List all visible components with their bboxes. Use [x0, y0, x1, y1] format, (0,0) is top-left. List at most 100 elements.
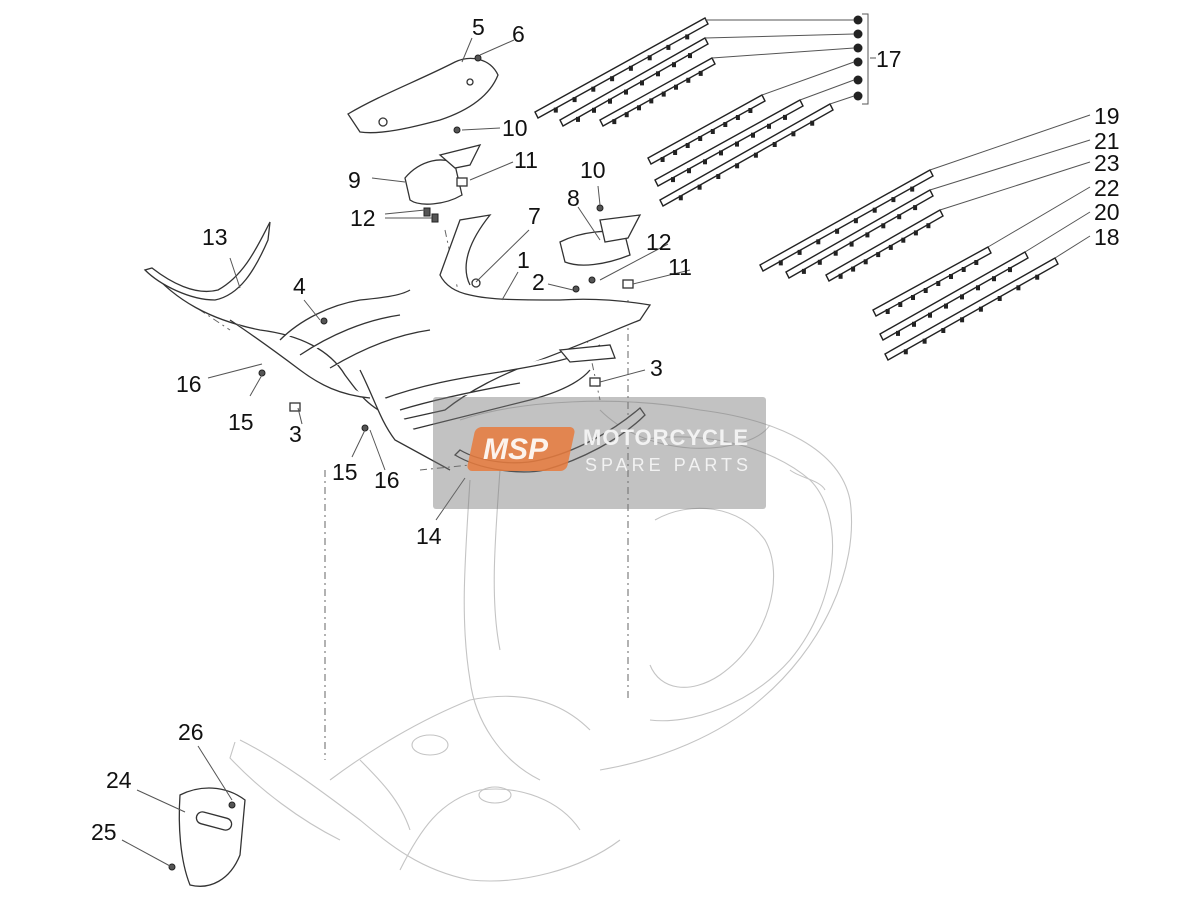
callout-12-right: 12 [646, 229, 672, 255]
strip-rib [640, 80, 644, 86]
strip-17-2 [559, 37, 709, 127]
strip-rib [612, 119, 617, 125]
strip-rib [1016, 285, 1021, 291]
strip-rib [888, 244, 893, 250]
strip-rib [891, 197, 896, 203]
strip-rib [974, 260, 979, 265]
callout-6: 6 [512, 21, 525, 47]
strip-rib [872, 207, 877, 213]
strip-17-3 [599, 57, 716, 127]
strip-rib [637, 105, 641, 111]
part-9-bracket [404, 144, 482, 205]
strip-rib [624, 89, 628, 95]
strip-19 [759, 169, 934, 272]
strip-rib [735, 115, 740, 120]
callout-5: 5 [472, 14, 485, 40]
callout-10-right: 10 [580, 157, 606, 183]
part-25-screw [168, 863, 176, 871]
callout-11-right: 11 [668, 254, 692, 280]
strip-rib [913, 205, 918, 211]
strip-rib [572, 97, 577, 103]
part-17-rubber-strips [534, 17, 834, 207]
strip-rib [897, 214, 902, 220]
strip-17-1 [534, 17, 709, 119]
fasteners [258, 126, 634, 432]
strip-rib [710, 129, 715, 134]
callout-2: 2 [532, 269, 545, 295]
callout-16-bottom: 16 [374, 467, 400, 493]
strip-rib [735, 163, 740, 169]
strip-rib [686, 77, 691, 83]
strip-rib [703, 159, 707, 165]
strip-rib [863, 259, 868, 265]
strip-rib [610, 76, 615, 82]
strip-rib [960, 294, 964, 300]
strip-rib [628, 65, 633, 71]
strip-rib [960, 317, 965, 323]
part-17-bullets [853, 13, 869, 105]
strip-18 [884, 257, 1059, 361]
strip-rib [716, 174, 721, 179]
strip-rib [922, 338, 927, 344]
strip-rib [865, 232, 870, 238]
strip-rib [698, 70, 703, 76]
callout-10-top: 10 [502, 115, 528, 141]
strip-rib [672, 62, 676, 68]
strip-rib [978, 306, 983, 312]
strip-rib [997, 296, 1002, 301]
strip-rib [697, 184, 702, 190]
strip-rib [660, 157, 665, 162]
strip-rib [647, 55, 652, 61]
strip-rib [896, 330, 900, 336]
strip-ribs-17 [553, 34, 815, 201]
callout-17: 17 [876, 46, 902, 72]
strip-rib [687, 168, 691, 174]
part-8-bracket [559, 214, 642, 266]
callout-15-bottom: 15 [332, 459, 358, 485]
strip-rib [944, 303, 948, 309]
callout-15-left: 15 [228, 409, 254, 435]
strip-rib [801, 268, 806, 274]
strip-rib [678, 195, 683, 201]
callout-25: 25 [91, 819, 117, 845]
leader-lines [121, 19, 1091, 867]
strip-rib [936, 281, 941, 286]
strip-22 [872, 246, 992, 317]
callout-18: 18 [1094, 224, 1120, 250]
strip-21 [785, 189, 934, 279]
strip-rib [778, 260, 783, 266]
callout-7: 7 [528, 203, 541, 229]
ghost-scooter-body [229, 400, 853, 882]
strip-rib [719, 150, 723, 156]
strip-rib [656, 71, 660, 77]
callout-4: 4 [293, 273, 306, 299]
strip-rib [1008, 267, 1012, 273]
callout-9: 9 [348, 167, 361, 193]
callout-21: 21 [1094, 128, 1120, 154]
strip-rib [698, 136, 703, 141]
strip-rib [898, 302, 903, 307]
callout-22: 22 [1094, 175, 1120, 201]
strip-rib [816, 239, 821, 245]
watermark-logo-text: MSP [483, 433, 549, 466]
callout-24: 24 [106, 767, 132, 793]
strip-rib [624, 112, 629, 118]
strip-rib [791, 131, 796, 137]
strip-rib [912, 321, 916, 327]
strip-rib [961, 267, 966, 272]
strip-rib [751, 132, 755, 138]
callout-14: 14 [416, 523, 442, 549]
callout-8: 8 [567, 185, 580, 211]
strip-rib [881, 223, 886, 229]
part-6-screw [474, 54, 482, 62]
callout-3-left: 3 [289, 421, 302, 447]
strip-rib [685, 143, 690, 148]
watermark-overlay: MSP MOTORCYCLE SPARE PARTS [433, 397, 766, 509]
strip-rib [661, 91, 666, 97]
callout-11-top: 11 [514, 147, 538, 173]
callout-16-left: 16 [176, 371, 202, 397]
strip-rib [591, 86, 596, 92]
strip-rib [608, 98, 612, 104]
strip-rib [851, 266, 856, 272]
